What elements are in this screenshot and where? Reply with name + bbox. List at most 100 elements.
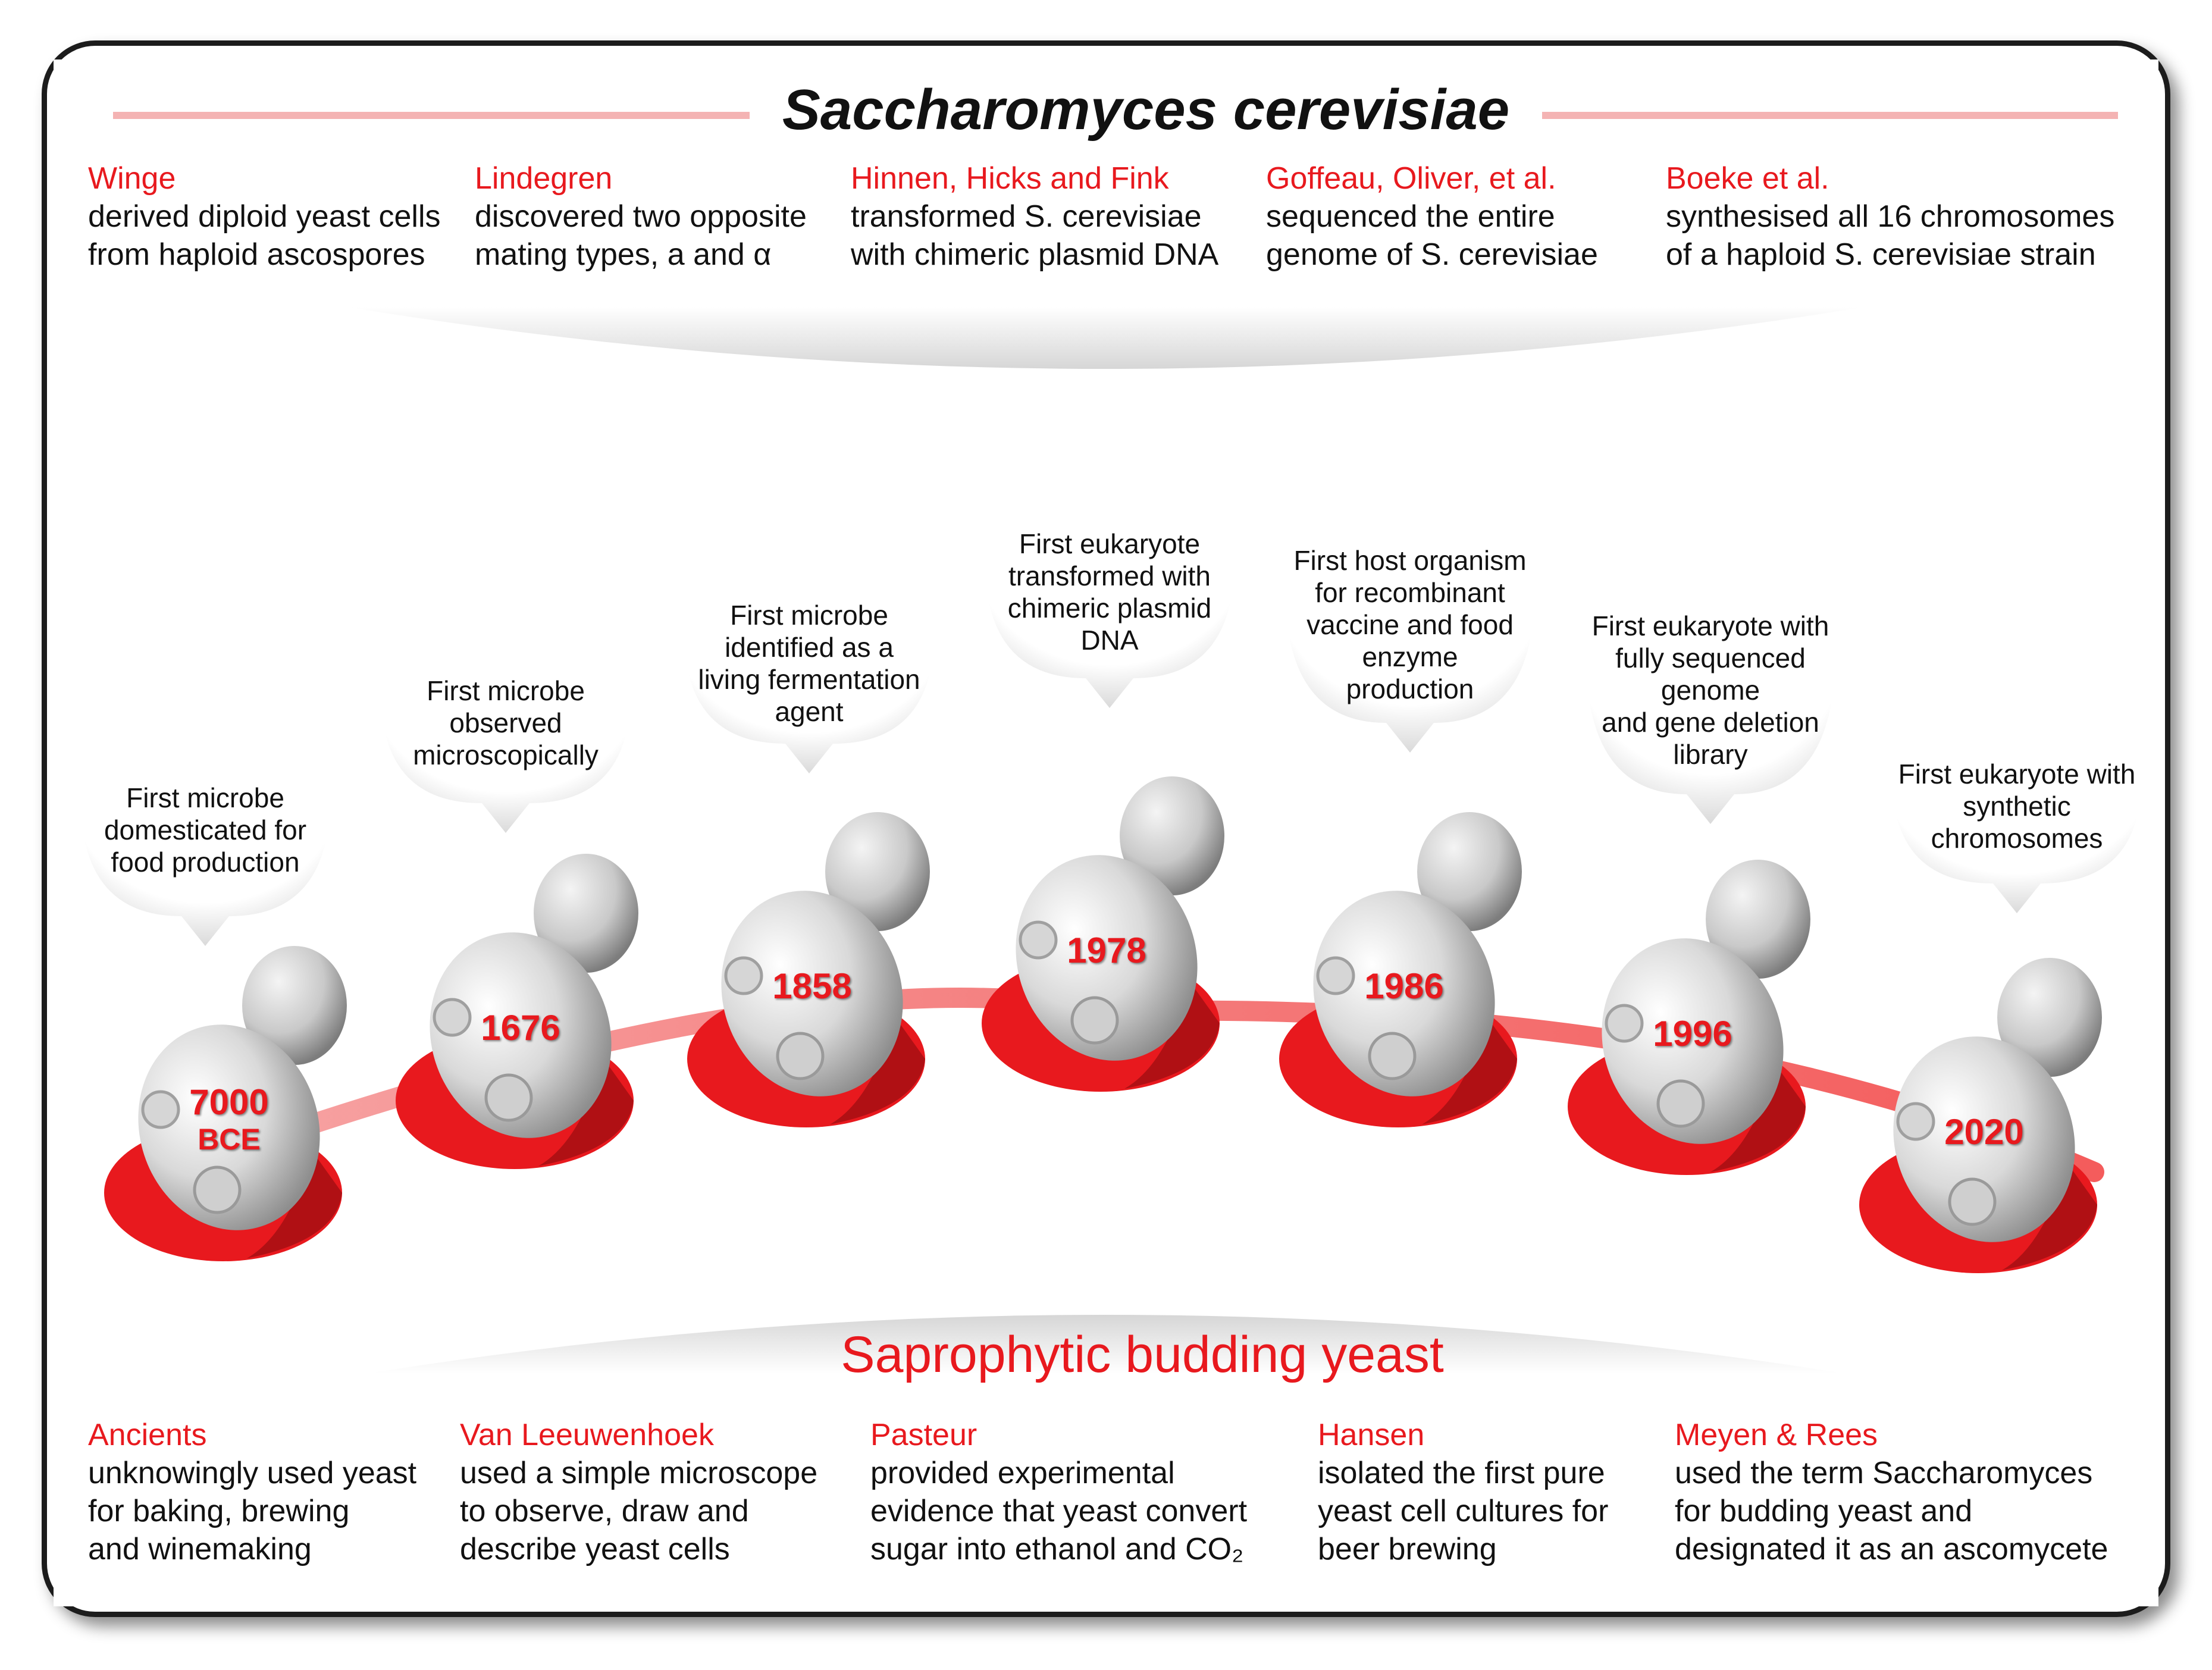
speech-bubble xyxy=(985,482,1235,708)
yeast-bud xyxy=(825,812,930,931)
milestone-caption-line: enzyme xyxy=(1362,641,1458,672)
bottom-entry-name: Hansen xyxy=(1318,1418,1425,1452)
top-entry-line: from haploid ascospores xyxy=(88,237,425,272)
milestone-caption-line: chromosomes xyxy=(1931,823,2103,854)
bud-scar xyxy=(1605,1004,1644,1043)
speech-bubble xyxy=(381,619,631,833)
bottom-entry-line: for budding yeast and xyxy=(1675,1494,1973,1528)
milestone-layer xyxy=(80,482,2142,1273)
milestone-year: 1676 xyxy=(437,1008,604,1048)
milestone-caption-line: First microbe xyxy=(427,675,585,706)
top-entry: Goffeau, Oliver, et al.sequenced the ent… xyxy=(1266,159,1598,274)
yeast-cell xyxy=(1893,1036,2075,1242)
bud-scar xyxy=(141,1090,180,1129)
bud-scar xyxy=(724,956,763,995)
bottom-entry-line: to observe, draw and xyxy=(460,1494,749,1528)
milestone-caption-line: First eukaryote with xyxy=(1898,759,2136,789)
bottom-entry-line: isolated the first pure xyxy=(1318,1456,1605,1490)
milestone-year: 1996 xyxy=(1609,1014,1776,1054)
top-entry-line: mating types, a and α xyxy=(475,237,772,272)
speech-bubble xyxy=(1586,562,1835,824)
milestone-6 xyxy=(1859,705,2142,1273)
bottom-entry-line: used a simple microscope xyxy=(460,1456,818,1490)
bottom-entry-name: Meyen & Rees xyxy=(1675,1418,1878,1452)
bud-scar xyxy=(1019,920,1058,960)
bud-scar xyxy=(1896,1102,1935,1141)
milestone-year-value: 1986 xyxy=(1364,966,1444,1006)
bottom-entry-line: unknowingly used yeast xyxy=(88,1456,417,1490)
top-entry-line: transformed S. cerevisiae xyxy=(851,199,1202,234)
milestone-caption-line: First eukaryote with xyxy=(1591,610,1829,641)
milestone-5 xyxy=(1568,562,1835,1175)
bottom-entry-line: used the term Saccharomyces xyxy=(1675,1456,2093,1490)
yeast-cell xyxy=(138,1024,320,1230)
yeast-bud xyxy=(242,946,347,1065)
yeast-bud xyxy=(534,854,638,973)
milestone-caption-line: library xyxy=(1673,739,1748,770)
milestone-caption-line: vaccine and food xyxy=(1306,609,1514,640)
milestone-caption-line: agent xyxy=(775,696,844,727)
milestone-caption-line: observed xyxy=(449,707,562,738)
milestone-2 xyxy=(684,559,934,1127)
milestone-caption-line: fully sequenced xyxy=(1615,643,1806,673)
yeast-cell xyxy=(721,891,903,1096)
bottom-entry-line: beer brewing xyxy=(1318,1532,1497,1566)
top-entry-name: Winge xyxy=(88,161,176,196)
yeast-bud xyxy=(1706,860,1810,979)
yeast-bud xyxy=(1417,812,1522,931)
milestone-caption-line: transformed with xyxy=(1008,560,1211,591)
milestone-caption-line: living fermentation xyxy=(698,664,920,695)
milestone-caption-line: chimeric plasmid xyxy=(1007,593,1212,623)
bottom-entry-line: and winemaking xyxy=(88,1532,312,1566)
milestone-caption-line: DNA xyxy=(1080,625,1139,656)
milestone-caption-line: synthetic xyxy=(1963,791,2071,822)
top-entry-line: of a haploid S. cerevisiae strain xyxy=(1666,237,2096,272)
bottom-entry-name: Van Leeuwenhoek xyxy=(460,1418,714,1452)
bottom-entry: Hansen isolated the first pure yeast cell … xyxy=(1318,1416,1608,1568)
milestone-year-value: 1996 xyxy=(1653,1014,1732,1054)
bottom-entry-line: sugar into ethanol and CO₂ xyxy=(870,1532,1244,1566)
milestone-caption-line: domesticated for xyxy=(104,814,307,845)
milestone-1 xyxy=(381,619,638,1169)
speech-bubble xyxy=(1892,705,2142,913)
top-entry-name: Hinnen, Hicks and Fink xyxy=(851,161,1169,196)
yeast-cell xyxy=(1016,855,1198,1061)
speech-bubble xyxy=(1285,503,1535,753)
bud-scar xyxy=(193,1165,242,1214)
bottom-entry-line: yeast cell cultures for xyxy=(1318,1494,1609,1528)
speech-bubble xyxy=(80,720,330,946)
bottom-title: Saprophytic budding yeast xyxy=(841,1326,1444,1383)
bottom-entry-line: for baking, brewing xyxy=(88,1494,350,1528)
bottom-entry-line: evidence that yeast convert xyxy=(870,1494,1248,1528)
bottom-panel xyxy=(54,1315,2158,1606)
top-panel xyxy=(54,59,2158,369)
milestone-year-value: 1978 xyxy=(1067,930,1146,970)
milestone-year: 1858 xyxy=(729,967,895,1006)
milestone-4 xyxy=(1279,503,1535,1127)
milestone-0 xyxy=(80,720,347,1261)
bottom-entry: Meyen & Rees used the term Saccharomyces f… xyxy=(1675,1416,2108,1568)
milestone-caption-line: for recombinant xyxy=(1315,577,1505,608)
bud-scar xyxy=(1948,1177,1997,1226)
top-entry-line: sequenced the entire xyxy=(1266,199,1555,234)
page-title: Saccharomyces cerevisiae xyxy=(750,77,1542,143)
bud-scar xyxy=(484,1073,533,1122)
bud-scar xyxy=(1316,956,1355,995)
bud-scar xyxy=(1656,1079,1705,1128)
top-entry-line: discovered two opposite xyxy=(475,199,807,234)
top-entry-line: with chimeric plasmid DNA xyxy=(851,237,1219,272)
milestone-year-era: BCE xyxy=(198,1123,261,1156)
milestone-year-value: 1858 xyxy=(772,966,852,1006)
bottom-entry-line: describe yeast cells xyxy=(460,1532,730,1566)
bud-scar xyxy=(1368,1032,1417,1080)
top-entry: Boeke et al.synthesised all 16 chromosom… xyxy=(1666,159,2114,274)
milestone-caption-line: First host organism xyxy=(1293,545,1527,576)
